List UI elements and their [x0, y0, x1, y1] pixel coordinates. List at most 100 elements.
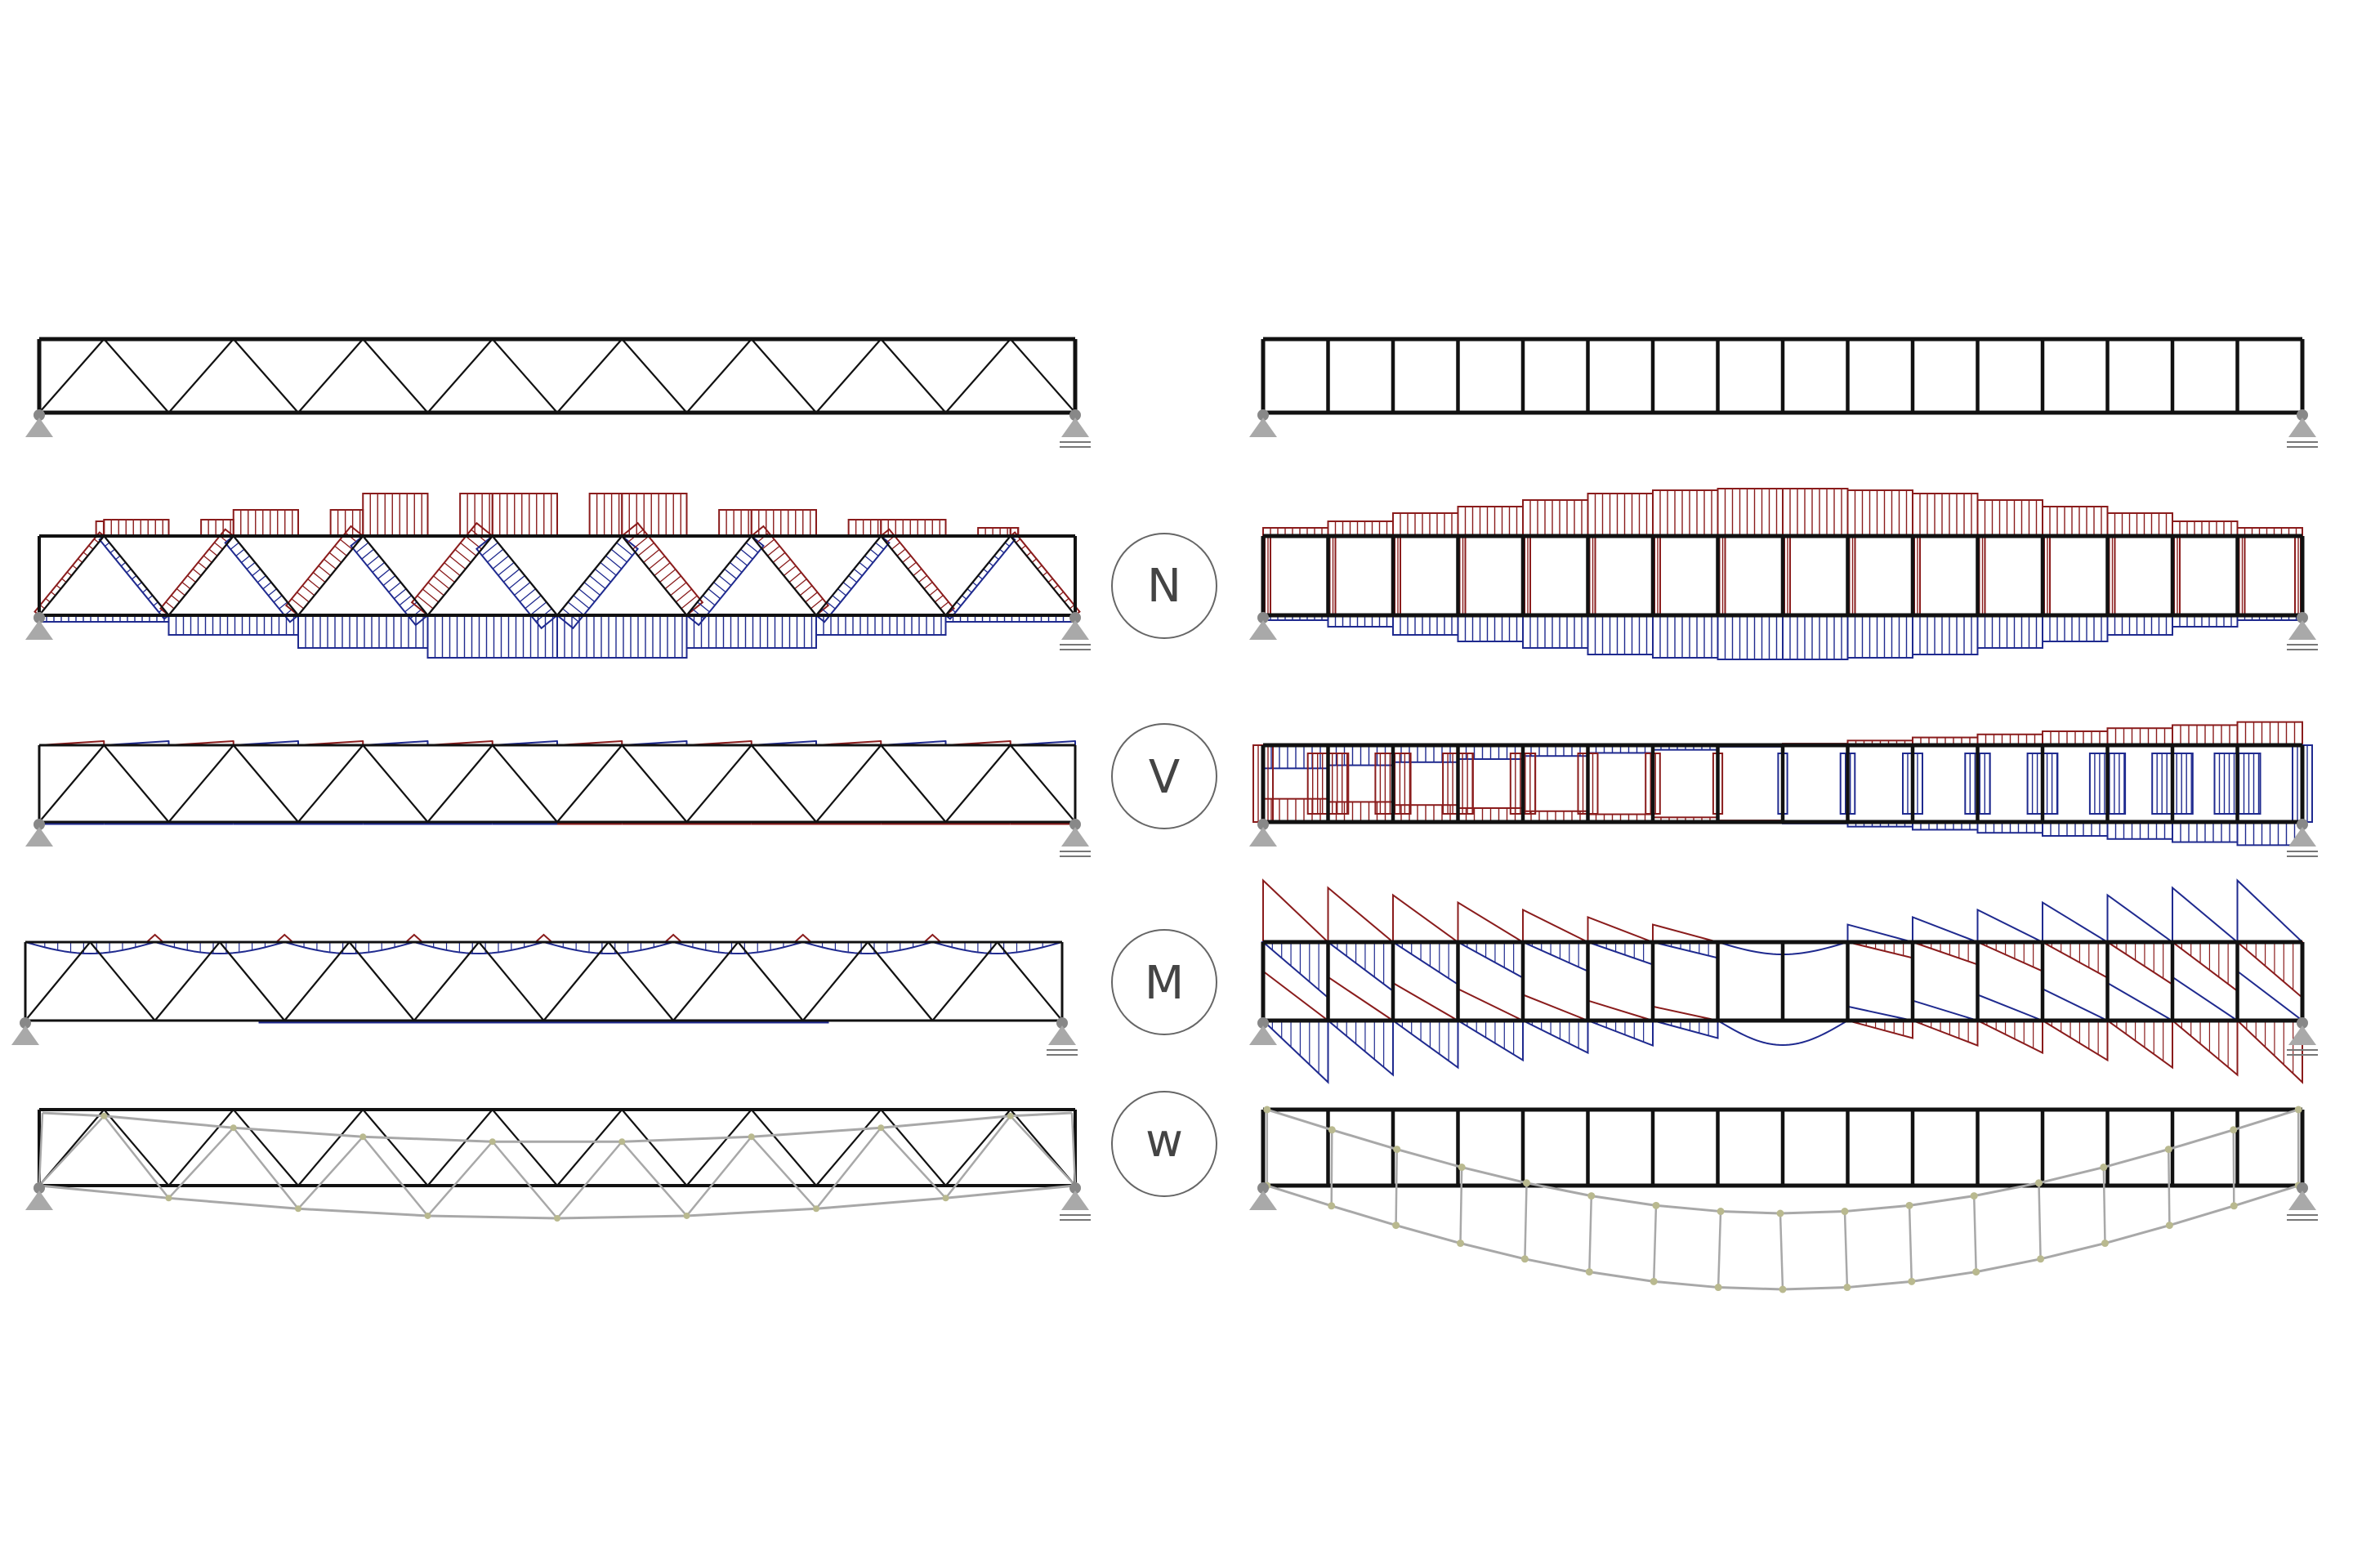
deflected-node: [1328, 1126, 1336, 1134]
bending-moment-top: [1327, 886, 1395, 943]
hatch: [923, 581, 933, 590]
hatch: [45, 597, 51, 603]
diagonal: [672, 941, 739, 1021]
support-triangle: [1249, 418, 1277, 437]
hatch: [724, 568, 737, 579]
normal-force-post: [2238, 535, 2246, 616]
diagonal: [621, 744, 688, 823]
bending-moment-top: [1522, 908, 1588, 943]
hatch: [399, 595, 413, 606]
bending-moment-top: [672, 941, 804, 954]
diagonal: [685, 744, 752, 823]
truss-structures: [24, 337, 2305, 1188]
label-m: M: [1111, 929, 1217, 1035]
normal-force-top: [2042, 506, 2109, 537]
support-pin: [33, 612, 45, 623]
hatch: [449, 556, 467, 570]
deflected-node: [942, 1195, 949, 1202]
support-pin: [2297, 1017, 2308, 1029]
diagonal: [685, 535, 752, 616]
hatch: [203, 555, 212, 563]
hatch: [66, 571, 73, 577]
hatch: [853, 568, 863, 577]
hatch: [1015, 538, 1021, 543]
deflected-post: [1972, 1195, 1977, 1272]
pin-support-icon: [1249, 1182, 1277, 1210]
hatch: [187, 574, 196, 583]
hatch: [637, 542, 654, 556]
normal-force-bottom: [685, 614, 817, 649]
hatch: [848, 574, 858, 583]
diagonal: [750, 338, 817, 413]
deflected-node: [2230, 1126, 2238, 1134]
roller-support-icon: [2287, 1182, 2318, 1221]
hatch: [252, 568, 261, 577]
hatch: [324, 558, 337, 570]
hatch: [837, 588, 846, 596]
diagonal: [1009, 744, 1076, 823]
normal-force-diagonal: [159, 528, 235, 617]
hatch: [56, 584, 61, 590]
hatch: [115, 555, 121, 561]
normal-force-bottom: [1782, 614, 1849, 660]
force-outline: [1846, 614, 1913, 659]
force-outline: [1587, 493, 1654, 537]
deflected-node: [1585, 1268, 1593, 1276]
support-pin: [1257, 1017, 1269, 1029]
hatch: [788, 572, 802, 583]
hatch: [972, 582, 978, 587]
diagonal: [491, 338, 558, 413]
normal-force-diagonal: [1009, 531, 1081, 617]
diagonal: [219, 941, 286, 1021]
deflected-node: [2100, 1164, 2108, 1172]
shear-force-top: [233, 740, 299, 746]
diagonal: [426, 535, 493, 616]
normal-force-diagonal: [685, 534, 765, 627]
bending-moment-bottom: [1846, 1005, 1913, 1021]
hatch: [761, 538, 775, 550]
warren-truss-v: [38, 744, 1077, 824]
vierendeel-truss-n: [1261, 534, 2305, 618]
deflected-node: [1587, 1192, 1596, 1200]
support-pin: [2297, 819, 2308, 830]
hatch: [530, 601, 547, 616]
label-m-text: M: [1145, 957, 1184, 1010]
force-outline: [1912, 614, 1979, 655]
pin-support-icon: [25, 409, 53, 437]
hatch: [589, 574, 606, 589]
diagonal: [491, 1109, 558, 1186]
normal-force-post: [1913, 535, 1921, 616]
diagonal: [491, 744, 558, 823]
hatch: [366, 555, 380, 566]
hatch: [605, 555, 623, 570]
diagonal: [750, 1109, 817, 1186]
hatch: [334, 545, 347, 556]
hatch: [460, 542, 477, 556]
deflected-node: [1523, 1179, 1531, 1187]
shear-force-top: [297, 740, 364, 746]
hatch: [388, 582, 401, 593]
hatch: [772, 552, 786, 563]
support-triangle: [1061, 1191, 1089, 1210]
normal-force-post: [1328, 535, 1337, 616]
diagonal: [750, 744, 817, 823]
pin-support-icon: [1249, 409, 1277, 437]
force-outline: [1652, 614, 1719, 659]
deflected-node: [359, 1133, 367, 1141]
diagonal: [931, 941, 998, 1021]
hatch: [382, 574, 396, 587]
support-triangle: [25, 1191, 53, 1210]
hatch: [307, 579, 320, 590]
hatch: [312, 572, 326, 583]
diagonal: [297, 744, 364, 823]
normal-force-top: [1392, 512, 1459, 537]
hatch: [1064, 597, 1069, 603]
hatch: [78, 558, 83, 563]
bending-moment-top: [1262, 878, 1331, 943]
normal-force-top: [1587, 493, 1654, 537]
normal-force-bottom: [1522, 614, 1589, 649]
shear-force-top: [622, 740, 688, 746]
hatch: [192, 568, 202, 577]
shear-force-top: [1010, 740, 1076, 746]
vierendeel-truss-geometry: [1261, 337, 2305, 415]
